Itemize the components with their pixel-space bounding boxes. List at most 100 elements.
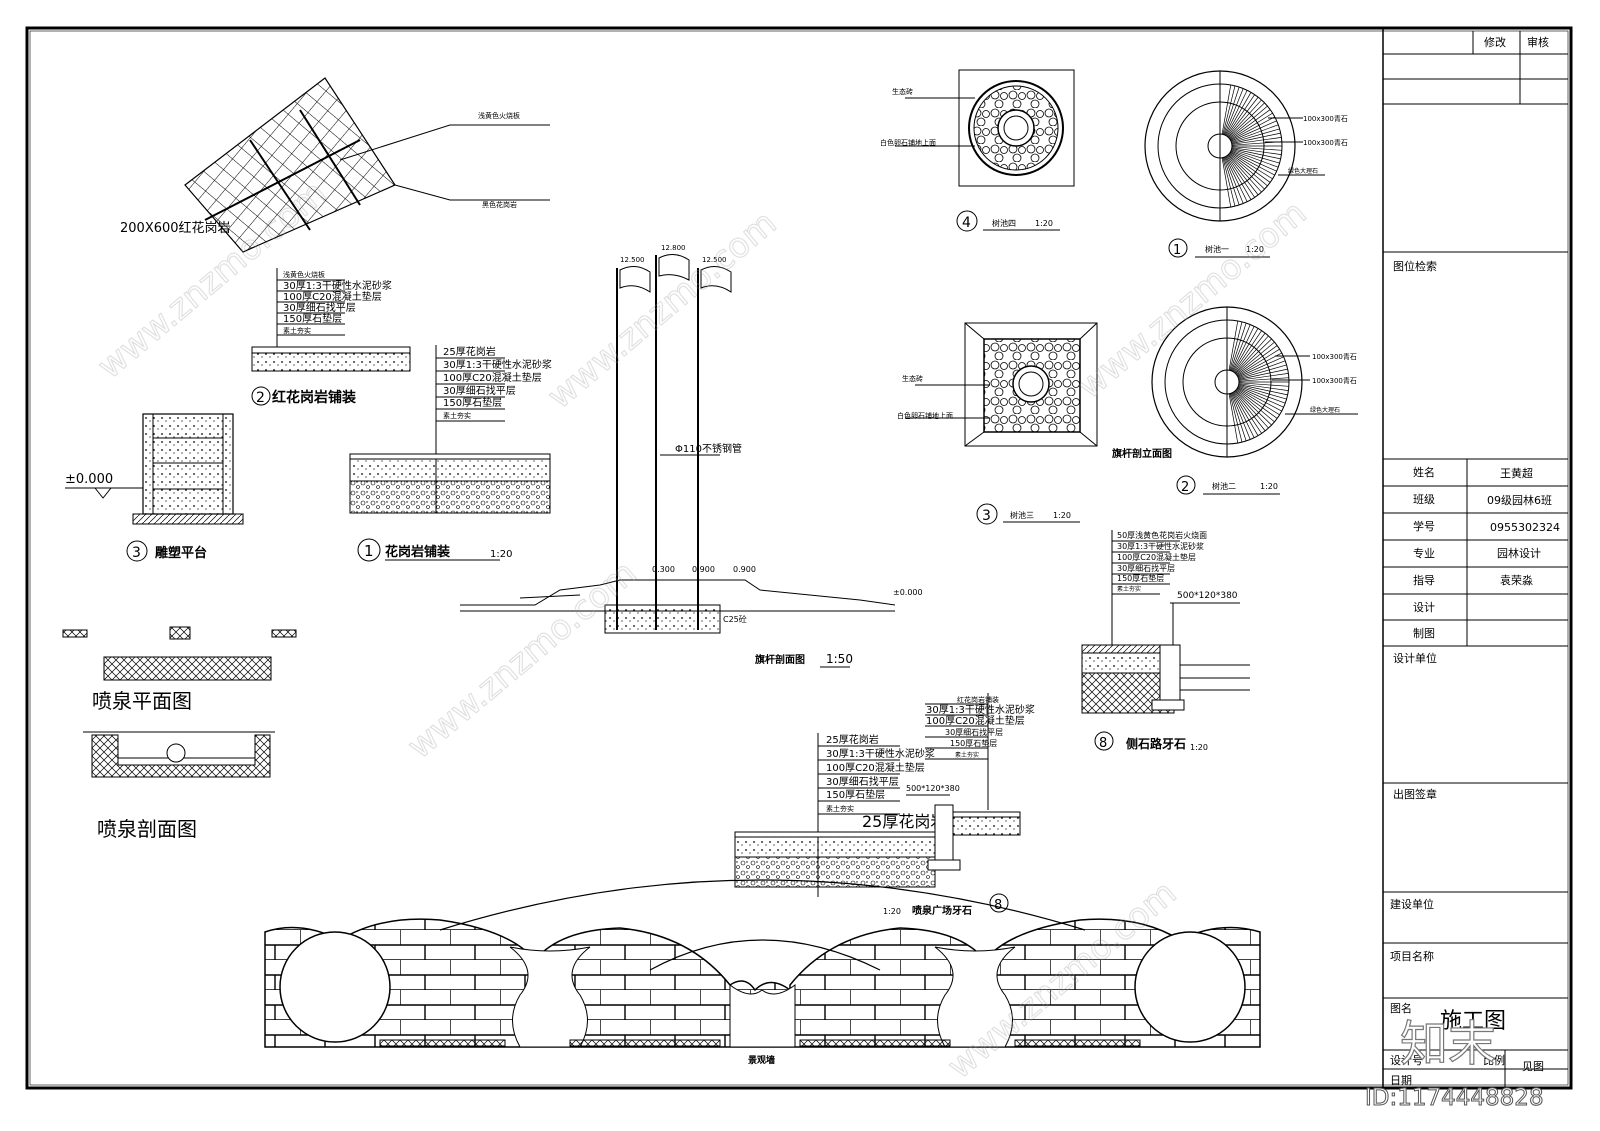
curb-title: 侧石路牙石: [1126, 736, 1186, 751]
curb-layer-4: 150厚石垫层: [1117, 573, 1164, 583]
watermark-text-4: www.znzmo.com: [400, 553, 644, 767]
pave2-layer-4: 150厚石垫层: [283, 312, 342, 325]
curb-layer-5: 素土夯实: [1117, 585, 1141, 593]
curb-layer-0: 50厚浅黄色花岗岩火烧面: [1117, 530, 1207, 540]
tree-pit-1-scale: 1:20: [1246, 245, 1264, 254]
fc-granite: 25厚花岗岩: [862, 812, 946, 831]
fountain-curb-detail: 25厚花岗岩 30厚1:3干硬性水泥砂浆 100厚C20混凝土垫层 30厚细石找…: [734, 693, 1035, 917]
tb-row-3-label: 专业: [1413, 546, 1435, 560]
tb-design-no-label: 设计号: [1390, 1054, 1423, 1067]
tree-pit-4-num: 4: [962, 215, 971, 231]
pave1-scale: 1:20: [490, 549, 512, 560]
curb-stone-detail: 50厚浅黄色花岗岩火烧面 30厚1:3干硬性水泥砂浆 100厚C20混凝土垫层 …: [1081, 530, 1250, 752]
tree-pit-2-edge: 绿色大理石: [1310, 406, 1340, 414]
flagpole-elevation-title: 旗杆剖立面图: [1112, 447, 1172, 460]
flagpole-c25: C25砼: [723, 614, 747, 624]
tree-pit-1-title: 树池一: [1205, 244, 1229, 254]
fc-num: 8: [994, 898, 1002, 913]
fc-layer-a-4: 150厚石垫层: [826, 788, 885, 801]
tb-scale-label: 比例: [1483, 1053, 1505, 1067]
sculpture-num: 3: [132, 545, 141, 561]
slope-top-label: 浅黄色火烧板: [478, 111, 520, 120]
fountain-section-title: 喷泉剖面图: [97, 817, 197, 841]
tree-pit-2-size-2: 100x300青石: [1312, 376, 1357, 385]
fc-layer-a-3: 30厚细石找平层: [826, 775, 899, 788]
watermark-id: ID:1174448828: [1365, 1085, 1544, 1111]
watermark-text-2: www.znzmo.com: [540, 203, 784, 417]
tree-pit-1-edge: 绿色大理石: [1288, 167, 1318, 175]
flagpole-section-title: 旗杆剖面图: [755, 653, 805, 666]
tree-pit-2-title: 树池二: [1212, 481, 1236, 491]
tree-pit-3-label-b: 白色卵石铺地上面: [897, 411, 953, 420]
tb-project-name-label: 项目名称: [1390, 949, 1434, 963]
flagpole-ground-level: ±0.000: [893, 588, 923, 597]
pave2-layer-1: 30厚1:3干硬性水泥砂浆: [283, 279, 392, 292]
tb-row-2-label: 学号: [1413, 519, 1435, 533]
tb-row-4-label: 指导: [1413, 573, 1435, 587]
pave2-layer-2: 100厚C20混凝土垫层: [283, 290, 382, 303]
pave1-title: 花岗岩铺装: [385, 544, 450, 560]
landscape-wall-title: 景观墙: [748, 1054, 775, 1066]
flagpole-diameter: Φ110不锈钢管: [675, 442, 742, 455]
fc-layer-b-1: 30厚1:3干硬性水泥砂浆: [926, 703, 1035, 716]
slope-pavement-detail: 浅黄色火烧板 黑色花岗岩 200X600红花岗岩: [120, 77, 550, 253]
tree-pit-1-rays: [1221, 84, 1282, 208]
fc-layer-a-5: 素土夯实: [826, 804, 854, 813]
tb-row-4-value: 袁荣淼: [1500, 573, 1533, 587]
slope-size-label: 200X600红花岗岩: [120, 220, 231, 236]
tree-pit-1-size-2: 100x300青石: [1303, 138, 1348, 147]
landscape-wall-detail: 景观墙: [264, 879, 1261, 1066]
tb-row-1-value: 09级园林6班: [1487, 493, 1552, 507]
title-block: 修改 审核 图位检索 姓名 王黄超 班级 09级园林6班 学号 09553023…: [1382, 28, 1568, 1088]
tb-figure-index-label: 图位检索: [1393, 259, 1437, 273]
fc-layer-b-5: 素土夯实: [955, 751, 979, 759]
tree-pit-2-detail: 100x300青石 100x300青石 绿色大理石 旗杆剖立面图 2 树池二 1…: [1112, 306, 1358, 495]
fc-layer-a-1: 30厚1:3干硬性水泥砂浆: [826, 747, 935, 760]
sculpture-platform-detail: ±0.000 3 雕塑平台: [65, 413, 244, 562]
tb-see-label: 见图: [1522, 1060, 1544, 1073]
fc-layer-a-0: 25厚花岗岩: [826, 733, 879, 746]
pave1-layer-4: 150厚石垫层: [443, 396, 502, 409]
fc-layer-b-0: 红花岗岩铺装: [957, 695, 999, 704]
tree-pit-2-rays: [1228, 320, 1289, 444]
fc-scale: 1:20: [883, 907, 901, 916]
fc-layer-a-2: 100厚C20混凝土垫层: [826, 761, 925, 774]
fountain-section-detail: 喷泉剖面图: [83, 731, 275, 841]
fc-layer-b-3: 30厚细石找平层: [945, 727, 1003, 737]
curb-num: 8: [1099, 736, 1107, 751]
pave2-num: 2: [256, 390, 265, 406]
pave1-num: 1: [364, 542, 374, 560]
sheet-inner-border: [29, 30, 1569, 1086]
tb-drawing-name-value: 施工图: [1440, 1009, 1506, 1034]
pave2-layer-3: 30厚细石找平层: [283, 301, 356, 314]
tree-pit-3-detail: 生态砖 白色卵石铺地上面 3 树池三 1:20: [897, 322, 1098, 525]
flagpole-section-detail: 12.500 12.800 12.500 Φ110不锈钢管 0.300 0.90…: [460, 244, 923, 668]
pave2-title: 红花岗岩铺装: [272, 389, 357, 406]
tb-row-3-value: 园林设计: [1497, 546, 1541, 560]
tree-pit-3-scale: 1:20: [1053, 511, 1071, 520]
fc-layer-b-4: 150厚石垫层: [950, 738, 997, 748]
tree-pit-4-title: 树池四: [992, 218, 1016, 228]
tb-design-unit-label: 设计单位: [1393, 651, 1437, 665]
tb-row-1-label: 班级: [1413, 493, 1435, 506]
flagpole-section-scale: 1:50: [826, 652, 853, 666]
tb-row-6-label: 制图: [1413, 627, 1435, 640]
tree-pit-1-size-1: 100x300青石: [1303, 114, 1348, 123]
fc-layer-b-2: 100厚C20混凝土垫层: [926, 714, 1025, 727]
pave1-layer-5: 素土夯实: [443, 411, 471, 420]
flagpole-level-0: 0.300: [652, 565, 675, 574]
fc-size: 500*120*380: [906, 784, 960, 793]
tree-pit-3-num: 3: [982, 508, 991, 524]
tb-row-0-label: 姓名: [1413, 465, 1435, 479]
pave1-layer-2: 100厚C20混凝土垫层: [443, 371, 542, 384]
curb-scale: 1:20: [1190, 743, 1208, 752]
slope-bottom-label: 黑色花岗岩: [482, 200, 517, 209]
curb-layer-1: 30厚1:3干硬性水泥砂浆: [1117, 541, 1204, 551]
tb-row-0-value: 王黄超: [1500, 466, 1533, 480]
sculpture-level: ±0.000: [65, 472, 113, 487]
tree-pit-4-scale: 1:20: [1035, 219, 1053, 228]
tb-date-label: 日期: [1390, 1074, 1412, 1087]
tree-pit-2-scale: 1:20: [1260, 482, 1278, 491]
pave1-layer-1: 30厚1:3干硬性水泥砂浆: [443, 358, 552, 371]
sheet-outer-border: [25, 26, 1573, 1090]
